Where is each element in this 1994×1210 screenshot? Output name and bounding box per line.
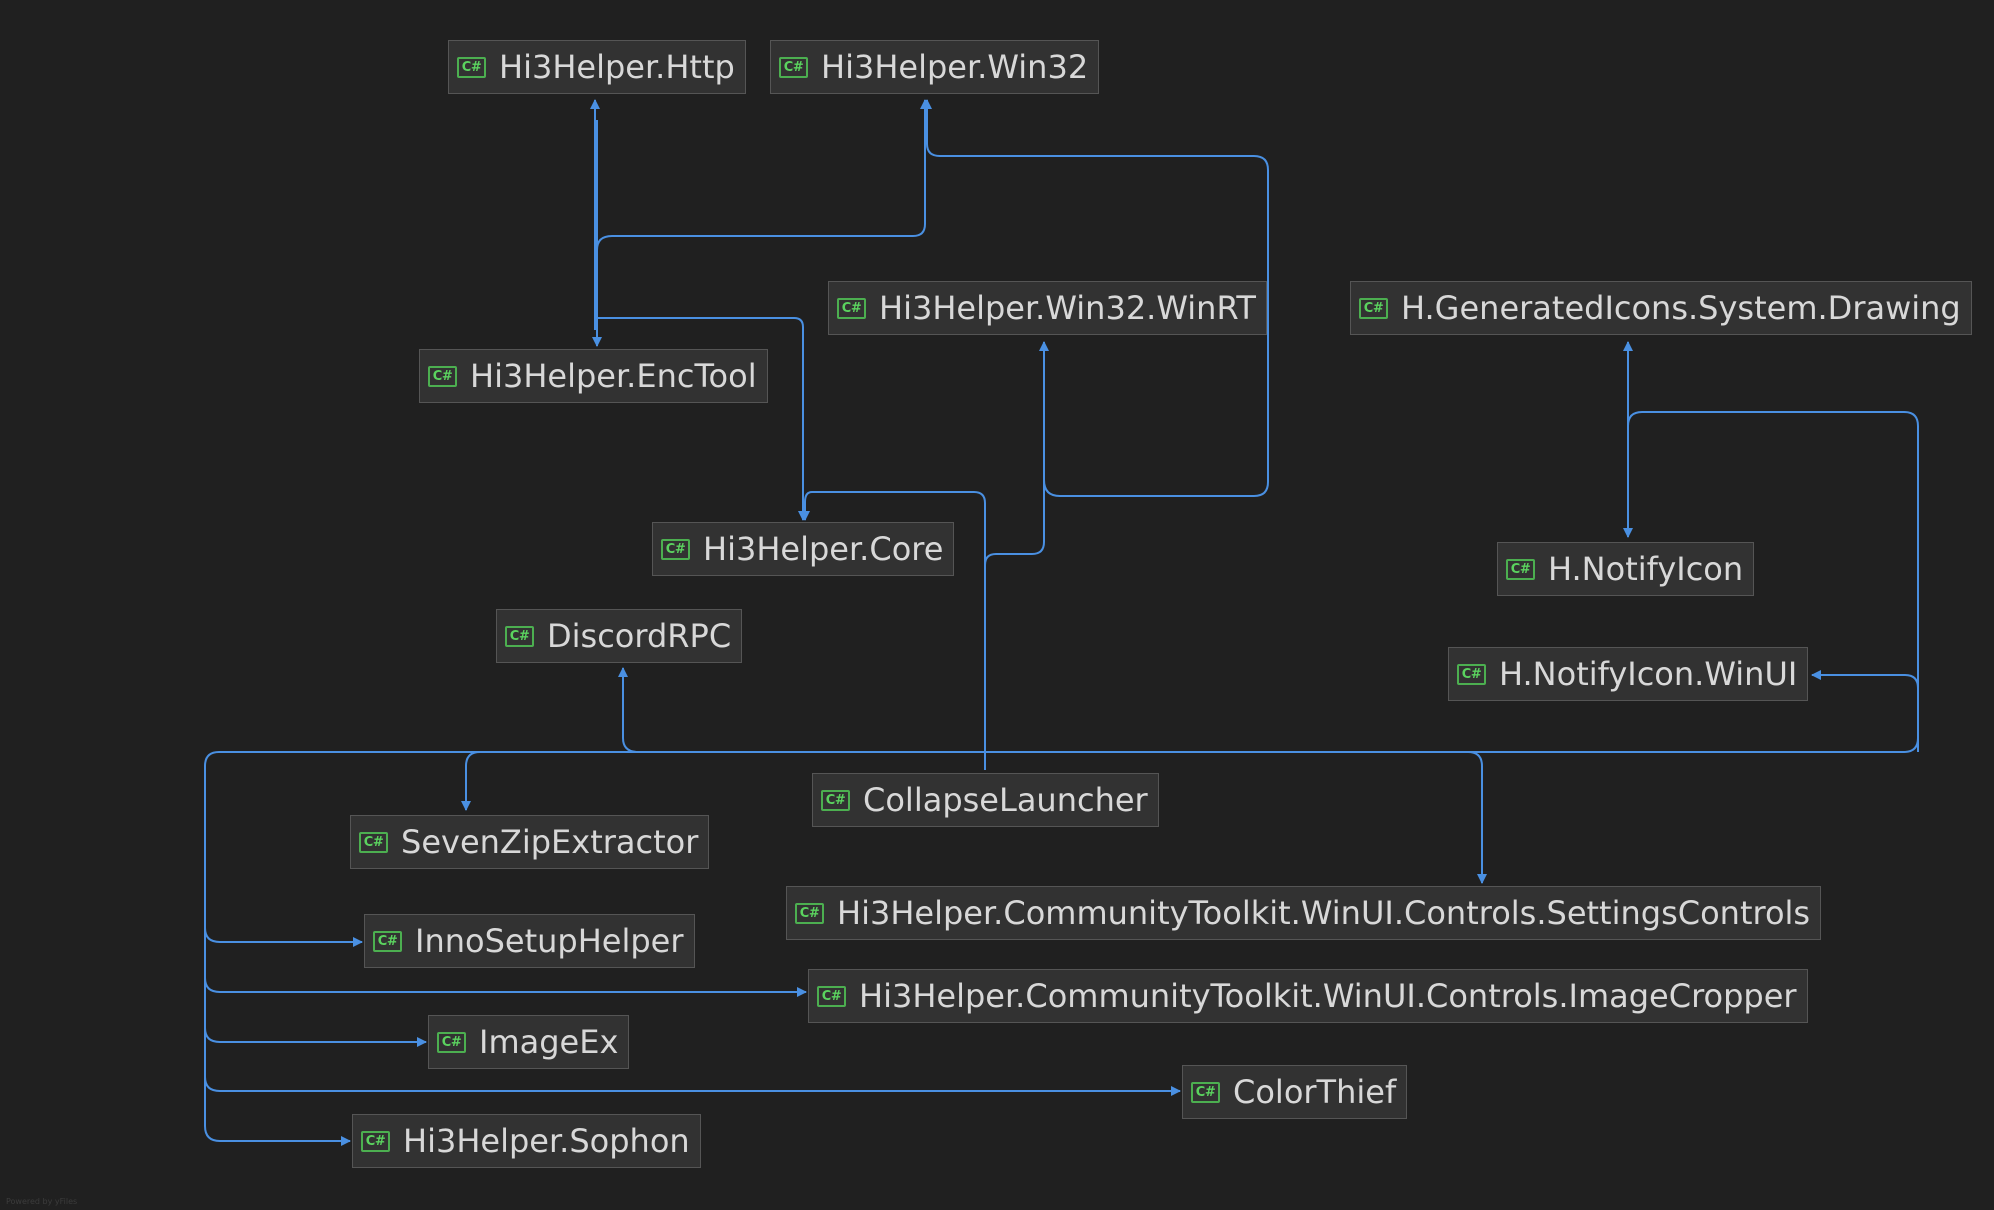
node-label: H.GeneratedIcons.System.Drawing [1401, 289, 1961, 327]
node-h-notifyicon[interactable]: C# H.NotifyIcon [1497, 542, 1755, 596]
csharp-project-icon: C# [428, 365, 457, 387]
csharp-project-icon: C# [1359, 297, 1388, 319]
node-hi3helper-enctool[interactable]: C# Hi3Helper.EncTool [419, 349, 768, 403]
node-hi3helper-win32[interactable]: C# Hi3Helper.Win32 [770, 40, 1100, 94]
csharp-project-icon: C# [437, 1031, 466, 1053]
edge-launcher-to-notifyicon-winui [1811, 670, 1919, 752]
csharp-project-icon: C# [361, 1130, 390, 1152]
csharp-project-icon: C# [359, 831, 388, 853]
node-label: Hi3Helper.Core [703, 530, 944, 568]
csharp-project-icon: C# [1457, 663, 1486, 685]
node-label: SevenZipExtractor [401, 823, 699, 861]
csharp-project-icon: C# [505, 625, 534, 647]
node-label: Hi3Helper.Win32.WinRT [879, 289, 1256, 327]
node-sevenzipextractor[interactable]: C# SevenZipExtractor [350, 815, 710, 869]
edge-launcher-to-winrt [984, 341, 1049, 760]
edge-core-to-enctool [597, 317, 808, 521]
node-hi3helper-core[interactable]: C# Hi3Helper.Core [652, 522, 955, 576]
node-label: Hi3Helper.Sophon [403, 1122, 690, 1160]
node-hi3helper-win32-winrt[interactable]: C# Hi3Helper.Win32.WinRT [828, 281, 1267, 335]
node-label: Hi3Helper.EncTool [470, 357, 757, 395]
node-hi3helper-http[interactable]: C# Hi3Helper.Http [448, 40, 746, 94]
edge-launcher-to-settingscontrols [985, 751, 1487, 884]
footer-credit: Powered by yFiles [6, 1197, 78, 1206]
node-imagecropper[interactable]: C# Hi3Helper.CommunityToolkit.WinUI.Cont… [808, 969, 1808, 1023]
csharp-project-icon: C# [795, 902, 824, 924]
edge-launcher-bus-left [204, 751, 985, 1146]
node-imageex[interactable]: C# ImageEx [428, 1015, 630, 1069]
node-label: CollapseLauncher [863, 781, 1148, 819]
csharp-project-icon: C# [817, 985, 846, 1007]
csharp-project-icon: C# [821, 789, 850, 811]
csharp-project-icon: C# [837, 297, 866, 319]
edge-launcher-to-imageex [204, 1027, 427, 1047]
node-h-notifyicon-winui[interactable]: C# H.NotifyIcon.WinUI [1448, 647, 1809, 701]
node-label: H.NotifyIcon.WinUI [1499, 655, 1798, 693]
node-discordrpc[interactable]: C# DiscordRPC [496, 609, 743, 663]
csharp-project-icon: C# [457, 56, 486, 78]
node-label: Hi3Helper.CommunityToolkit.WinUI.Control… [837, 894, 1811, 932]
edge-launcher-to-colorthief [204, 1076, 1181, 1096]
node-colorthief[interactable]: C# ColorThief [1182, 1065, 1408, 1119]
edge-launcher-to-innosetup [204, 927, 363, 947]
edge-launcher-bus-right [985, 411, 1919, 753]
node-label: ImageEx [479, 1023, 619, 1061]
csharp-project-icon: C# [779, 56, 808, 78]
edge-launcher-to-imagecropper [204, 977, 807, 997]
node-label: Hi3Helper.Http [499, 48, 735, 86]
node-label: InnoSetupHelper [415, 922, 684, 960]
csharp-project-icon: C# [1191, 1081, 1220, 1103]
node-label: Hi3Helper.Win32 [821, 48, 1089, 86]
edge-enctool-to-win32 [596, 99, 930, 251]
edge-launcher-to-discordrpc [618, 667, 985, 753]
csharp-project-icon: C# [373, 930, 402, 952]
csharp-project-icon: C# [661, 538, 690, 560]
node-label: Hi3Helper.CommunityToolkit.WinUI.Control… [859, 977, 1797, 1015]
node-label: H.NotifyIcon [1548, 550, 1744, 588]
node-hi3helper-sophon[interactable]: C# Hi3Helper.Sophon [352, 1114, 701, 1168]
edge-launcher-to-win32 [922, 99, 1269, 497]
node-label: ColorThief [1233, 1073, 1397, 1111]
node-h-generatedicons-system-drawing[interactable]: C# H.GeneratedIcons.System.Drawing [1350, 281, 1972, 335]
edge-launcher-to-core [800, 491, 986, 770]
csharp-project-icon: C# [1506, 558, 1535, 580]
node-settingscontrols[interactable]: C# Hi3Helper.CommunityToolkit.WinUI.Cont… [786, 886, 1822, 940]
node-label: DiscordRPC [547, 617, 732, 655]
node-collapselauncher[interactable]: C# CollapseLauncher [812, 773, 1159, 827]
node-innosetuphelper[interactable]: C# InnoSetupHelper [364, 914, 695, 968]
